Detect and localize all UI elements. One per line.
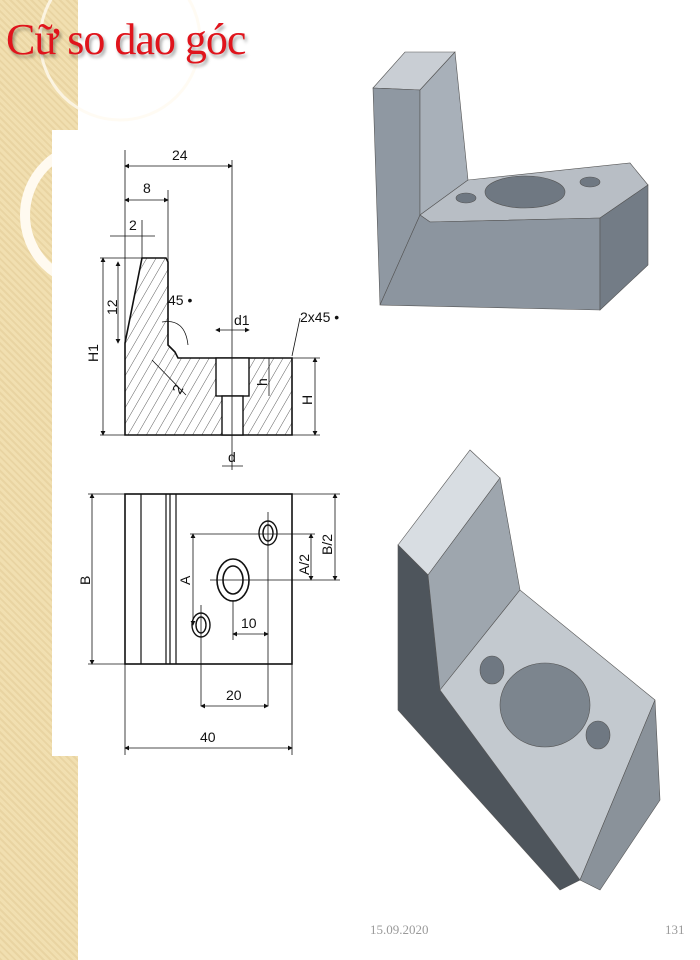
3d-render-top xyxy=(372,51,649,311)
dim-10: 10 xyxy=(241,615,257,631)
technical-drawing-panel xyxy=(52,130,346,756)
dim-d: d xyxy=(228,449,236,465)
top-view-labels: B A A/2 B/2 10 20 40 xyxy=(77,534,335,745)
front-section-view xyxy=(100,150,320,470)
dim-B: B xyxy=(77,576,93,585)
chamfer-2x45: 2x45 • xyxy=(300,309,339,325)
dim-d1: d1 xyxy=(234,312,250,328)
top-view xyxy=(88,493,340,755)
slide-title: Cữ so dao góc xyxy=(6,15,246,64)
page-number: 131 xyxy=(665,922,685,937)
dim-2: 2 xyxy=(129,217,137,233)
footer-date: 15.09.2020 xyxy=(370,922,429,937)
dim-20: 20 xyxy=(226,687,242,703)
dim-12: 12 xyxy=(104,299,120,315)
dim-B-half: B/2 xyxy=(319,534,335,555)
angle-45: 45 • xyxy=(168,292,192,308)
dim-A-half: A/2 xyxy=(296,554,312,575)
dim-A: A xyxy=(177,575,193,585)
dim-40: 40 xyxy=(200,729,216,745)
dim-8: 8 xyxy=(143,180,151,196)
dim-24: 24 xyxy=(172,147,188,163)
dim-h: h xyxy=(254,378,270,386)
3d-render-bottom xyxy=(397,449,661,891)
dim-H1: H1 xyxy=(85,344,101,362)
dim-H: H xyxy=(299,395,315,405)
